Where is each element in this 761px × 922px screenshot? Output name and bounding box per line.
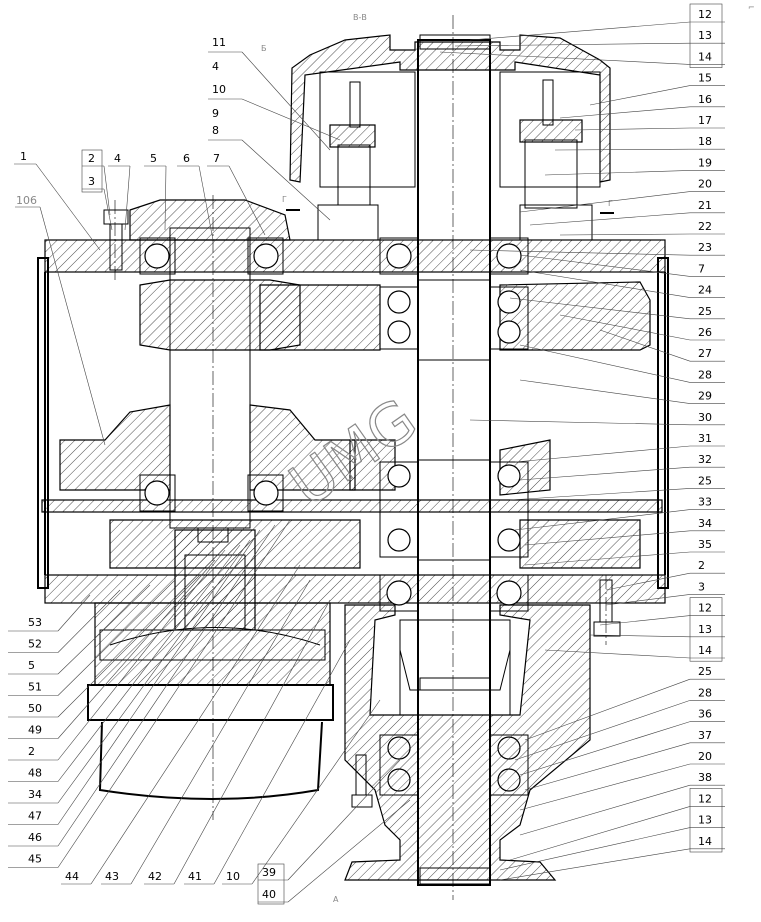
callout-right-13: 13 xyxy=(698,814,712,827)
callout-bottom-40: 40 xyxy=(262,888,276,901)
callout-upper-left-5: 5 xyxy=(150,152,157,165)
callout-right-14: 14 xyxy=(698,644,712,657)
callout-bottom-43: 43 xyxy=(105,870,119,883)
callout-left-48: 48 xyxy=(28,767,42,780)
callout-right-35: 35 xyxy=(698,538,712,551)
callout-right-3: 3 xyxy=(698,580,705,593)
view-mark-bottom: А xyxy=(333,895,339,904)
callout-left-52: 52 xyxy=(28,638,42,651)
callout-right-23: 23 xyxy=(698,241,712,254)
callout-right-37: 37 xyxy=(698,729,712,742)
callout-left-5: 5 xyxy=(28,659,35,672)
callout-right-32: 32 xyxy=(698,453,712,466)
central-shaft xyxy=(417,39,491,886)
callout-right-28: 28 xyxy=(698,368,712,381)
section-label: В-В xyxy=(353,13,367,22)
callout-left-46: 46 xyxy=(28,831,42,844)
callout-right-25: 25 xyxy=(698,305,712,318)
callout-right-19: 19 xyxy=(698,156,712,169)
main-housing xyxy=(37,239,669,604)
callout-bottom-44: 44 xyxy=(65,870,79,883)
callout-bottom-42: 42 xyxy=(148,870,162,883)
callout-top-8: 8 xyxy=(212,124,219,137)
callout-right-14: 14 xyxy=(698,50,712,63)
cut-mark-left: Г xyxy=(282,195,287,204)
right-callout-column: 1213141516171819202122237242526272829303… xyxy=(439,3,725,881)
callout-left-49: 49 xyxy=(28,724,42,737)
corner-mark: ⌐ xyxy=(748,3,755,12)
callout-right-17: 17 xyxy=(698,114,712,127)
callout-right-25: 25 xyxy=(698,665,712,678)
callout-right-7: 7 xyxy=(698,262,705,275)
callout-left-45: 45 xyxy=(28,853,42,866)
callout-right-20: 20 xyxy=(698,750,712,763)
cut-mark-right: Г xyxy=(608,199,613,208)
callout-top-10: 10 xyxy=(212,83,226,96)
callout-right-15: 15 xyxy=(698,72,712,85)
callout-upper-left-7: 7 xyxy=(213,152,220,165)
callout-bottom-39: 39 xyxy=(262,866,276,879)
callout-right-2: 2 xyxy=(698,559,705,572)
callout-upper-left-3: 3 xyxy=(88,175,95,188)
callout-right-36: 36 xyxy=(698,708,712,721)
callout-right-25: 25 xyxy=(698,474,712,487)
callout-top-9: 9 xyxy=(212,107,219,120)
callout-top-11: 11 xyxy=(212,36,226,49)
top-callout-group: 11 4 10 9 8 xyxy=(208,36,341,221)
callout-right-26: 26 xyxy=(698,326,712,339)
callout-upper-left-1: 1 xyxy=(20,150,27,163)
callout-right-24: 24 xyxy=(698,284,712,297)
callout-upper-left-4: 4 xyxy=(114,152,121,165)
callout-right-13: 13 xyxy=(698,623,712,636)
callout-right-12: 12 xyxy=(698,602,712,615)
callout-right-30: 30 xyxy=(698,411,712,424)
callout-top-4: 4 xyxy=(212,60,219,73)
callout-right-16: 16 xyxy=(698,93,712,106)
callout-left-51: 51 xyxy=(28,681,42,694)
callout-right-33: 33 xyxy=(698,496,712,509)
callout-right-29: 29 xyxy=(698,390,712,403)
callout-bottom-41: 41 xyxy=(188,870,202,883)
lower-housing xyxy=(344,34,591,885)
callout-right-22: 22 xyxy=(698,220,712,233)
callout-right-27: 27 xyxy=(698,347,712,360)
bottom-callout-row: 44 43 42 41 10 39 40 xyxy=(61,564,411,905)
left-callout-column: 53 52 5 51 50 49 2 48 34 47 46 45 xyxy=(8,519,291,868)
top-cover xyxy=(289,34,611,188)
callout-left-34: 34 xyxy=(28,788,42,801)
callout-upper-left-2: 2 xyxy=(88,152,95,165)
callout-left-2: 2 xyxy=(28,745,35,758)
callout-left-50: 50 xyxy=(28,702,42,715)
top-coupling xyxy=(317,79,593,241)
callout-left-53: 53 xyxy=(28,616,42,629)
callout-right-12: 12 xyxy=(698,8,712,21)
centerlines xyxy=(114,15,607,900)
callout-right-14: 14 xyxy=(698,835,712,848)
ref-label-106: 106 xyxy=(16,194,37,207)
callout-right-21: 21 xyxy=(698,199,712,212)
upper-left-callout-group: 1 2 3 4 5 6 7 xyxy=(14,149,266,251)
callout-bottom-10: 10 xyxy=(226,870,240,883)
callout-right-12: 12 xyxy=(698,792,712,805)
callout-right-34: 34 xyxy=(698,517,712,530)
callout-right-20: 20 xyxy=(698,178,712,191)
callout-left-47: 47 xyxy=(28,810,42,823)
callout-upper-left-6: 6 xyxy=(183,152,190,165)
callout-right-38: 38 xyxy=(698,771,712,784)
view-mark-top: Б xyxy=(261,44,267,53)
callout-right-31: 31 xyxy=(698,432,712,445)
callout-right-18: 18 xyxy=(698,135,712,148)
callout-right-28: 28 xyxy=(698,686,712,699)
callout-right-13: 13 xyxy=(698,29,712,42)
